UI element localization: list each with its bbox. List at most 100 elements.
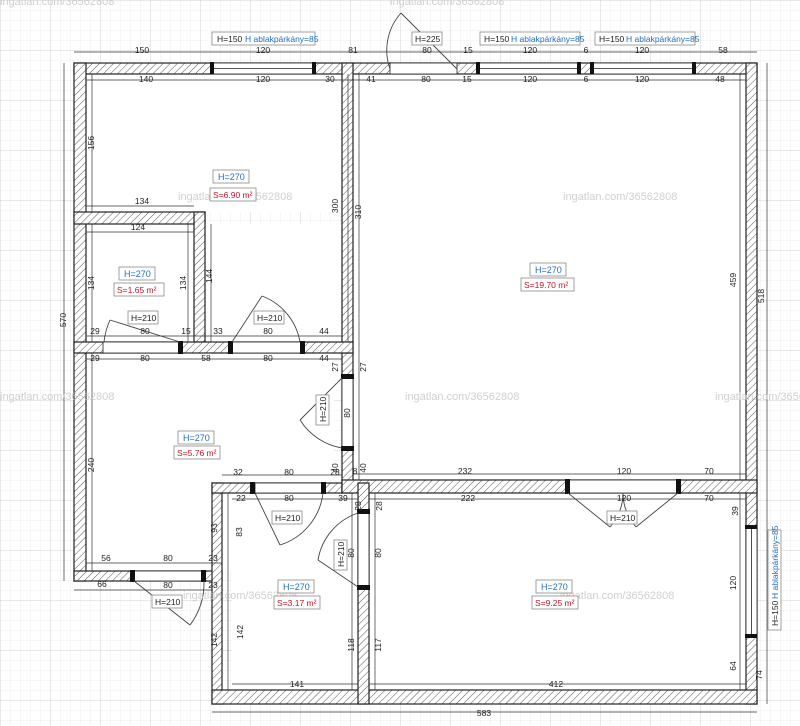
room-height: H=270 [541,582,568,592]
dimension-label: 117 [373,638,383,652]
dimension-label: 120 [635,45,649,55]
window-height: H=150 [217,34,243,44]
dimension-label: 134 [86,276,96,290]
room-tag: H=270 S=6.90 m² [209,169,257,202]
dimension-label: 27 [330,362,340,372]
dimension-label: 32 [233,467,243,477]
door-jambs [130,341,681,590]
dimension-label: 120 [256,74,270,84]
dimension-label: 134 [178,276,188,290]
dimension-label: 80 [346,548,356,558]
window-sill: H ablakpárkány=85 [770,525,780,599]
dimension-label: 412 [549,679,563,689]
svg-text:H=210: H=210 [131,313,157,323]
window-tag: H=150 H ablakpárkány=85 [211,31,319,46]
svg-text:H=225: H=225 [415,34,441,44]
dimension-label: 124 [131,222,145,232]
dimension-label: 222 [461,493,475,503]
dimension-label: 30 [325,74,335,84]
svg-text:H=210: H=210 [257,313,283,323]
dimension-label: 144 [204,269,214,283]
dimension-label: 80 [373,548,383,558]
dimension-label: 70 [704,493,714,503]
dimension-label: 80 [140,353,150,363]
dimension-label: 142 [235,625,245,639]
dimension-label: 80 [422,45,432,55]
watermark-text: ingatlan.com/36562808 [0,391,114,403]
door-tag: H=210 [606,510,638,525]
room-area: S=9.25 m² [535,598,575,608]
dimension-label: 6 [584,74,589,84]
dimension-label: 80 [163,553,173,563]
dimension-label: 22 [236,493,246,503]
dimension-label: 120 [523,45,537,55]
dimension-label: 39 [730,506,740,516]
dimension-label: 41 [366,74,376,84]
window-height: H=150 [484,34,510,44]
dimension-label: 33 [213,326,223,336]
dimension-label: 120 [635,74,649,84]
dimension-label: 141 [290,679,304,689]
dimension-label: 29 [90,326,100,336]
dimension-label: 23 [208,553,218,563]
dimension-label: 134 [135,196,149,206]
window-tag-vertical: H=150 H ablakpárkány=85 [767,525,782,631]
watermark-text: ingatlan.com/36562808 [563,191,677,203]
door-tag: H=210 [253,310,285,325]
room-height: H=270 [183,433,210,443]
dimension-label: 66 [97,579,107,589]
dimension-label: 44 [319,326,329,336]
room-area: S=19.70 m² [524,280,568,290]
dimension-label: 74 [754,670,764,680]
dimension-label: 48 [715,74,725,84]
dimension-label: 80 [284,467,294,477]
dimension-label: 8 [353,466,358,476]
room-area: S=5.76 m² [177,448,217,458]
dimension-label: 120 [617,493,631,503]
watermark-text: ingatlan.com/36562808 [715,391,800,403]
door-tag-vertical: H=210 [315,394,330,426]
dimension-label: 83 [234,527,244,537]
window-posts [210,62,757,638]
dimension-label: 28 [353,501,363,511]
door-tag: H=210 [271,510,303,525]
dimension-label: 15 [463,45,473,55]
dimension-label: 140 [139,74,153,84]
room-area: S=6.90 m² [213,190,253,200]
dimension-label: 23 [208,580,218,590]
svg-text:H=210: H=210 [610,513,636,523]
room-tag: H=270 S=3.17 m² [273,579,321,610]
dimension-label: 27 [358,362,368,372]
window-tag: H=150 H ablakpárkány=85 [479,31,585,46]
dimension-label: 80 [284,493,294,503]
window-sill: H ablakpárkány=85 [511,34,585,44]
dimension-label: 240 [86,458,96,472]
dimension-label: 459 [728,273,738,287]
dimension-label: 80 [263,326,273,336]
dimension-label: 518 [756,289,766,303]
dimension-label: 6 [584,45,589,55]
window-tag: H=150 H ablakpárkány=85 [594,31,700,46]
watermark-text: ingatlan.com/36562808 [405,391,519,403]
watermark-text: ingatlan.com/36562808 [390,0,504,8]
room-tag: H=270 S=19.70 m² [520,262,575,292]
dimension-lines [63,51,768,713]
dimension-label: 583 [477,708,491,718]
dimension-label: 15 [181,326,191,336]
svg-text:H=210: H=210 [155,597,181,607]
dimension-label: 120 [256,45,270,55]
dimension-label: 64 [728,661,738,671]
room-area: S=3.17 m² [277,598,317,608]
dimension-label: 15 [462,74,472,84]
window-height: H=150 [770,600,780,626]
door-tag: H=210 [127,310,159,325]
dimension-label: 58 [201,353,211,363]
dimension-label: 81 [348,45,358,55]
dimension-label: 80 [421,74,431,84]
dimension-label: 156 [86,136,96,150]
door-tag: H=225 [411,31,443,46]
window-sill: H ablakpárkány=85 [626,34,700,44]
